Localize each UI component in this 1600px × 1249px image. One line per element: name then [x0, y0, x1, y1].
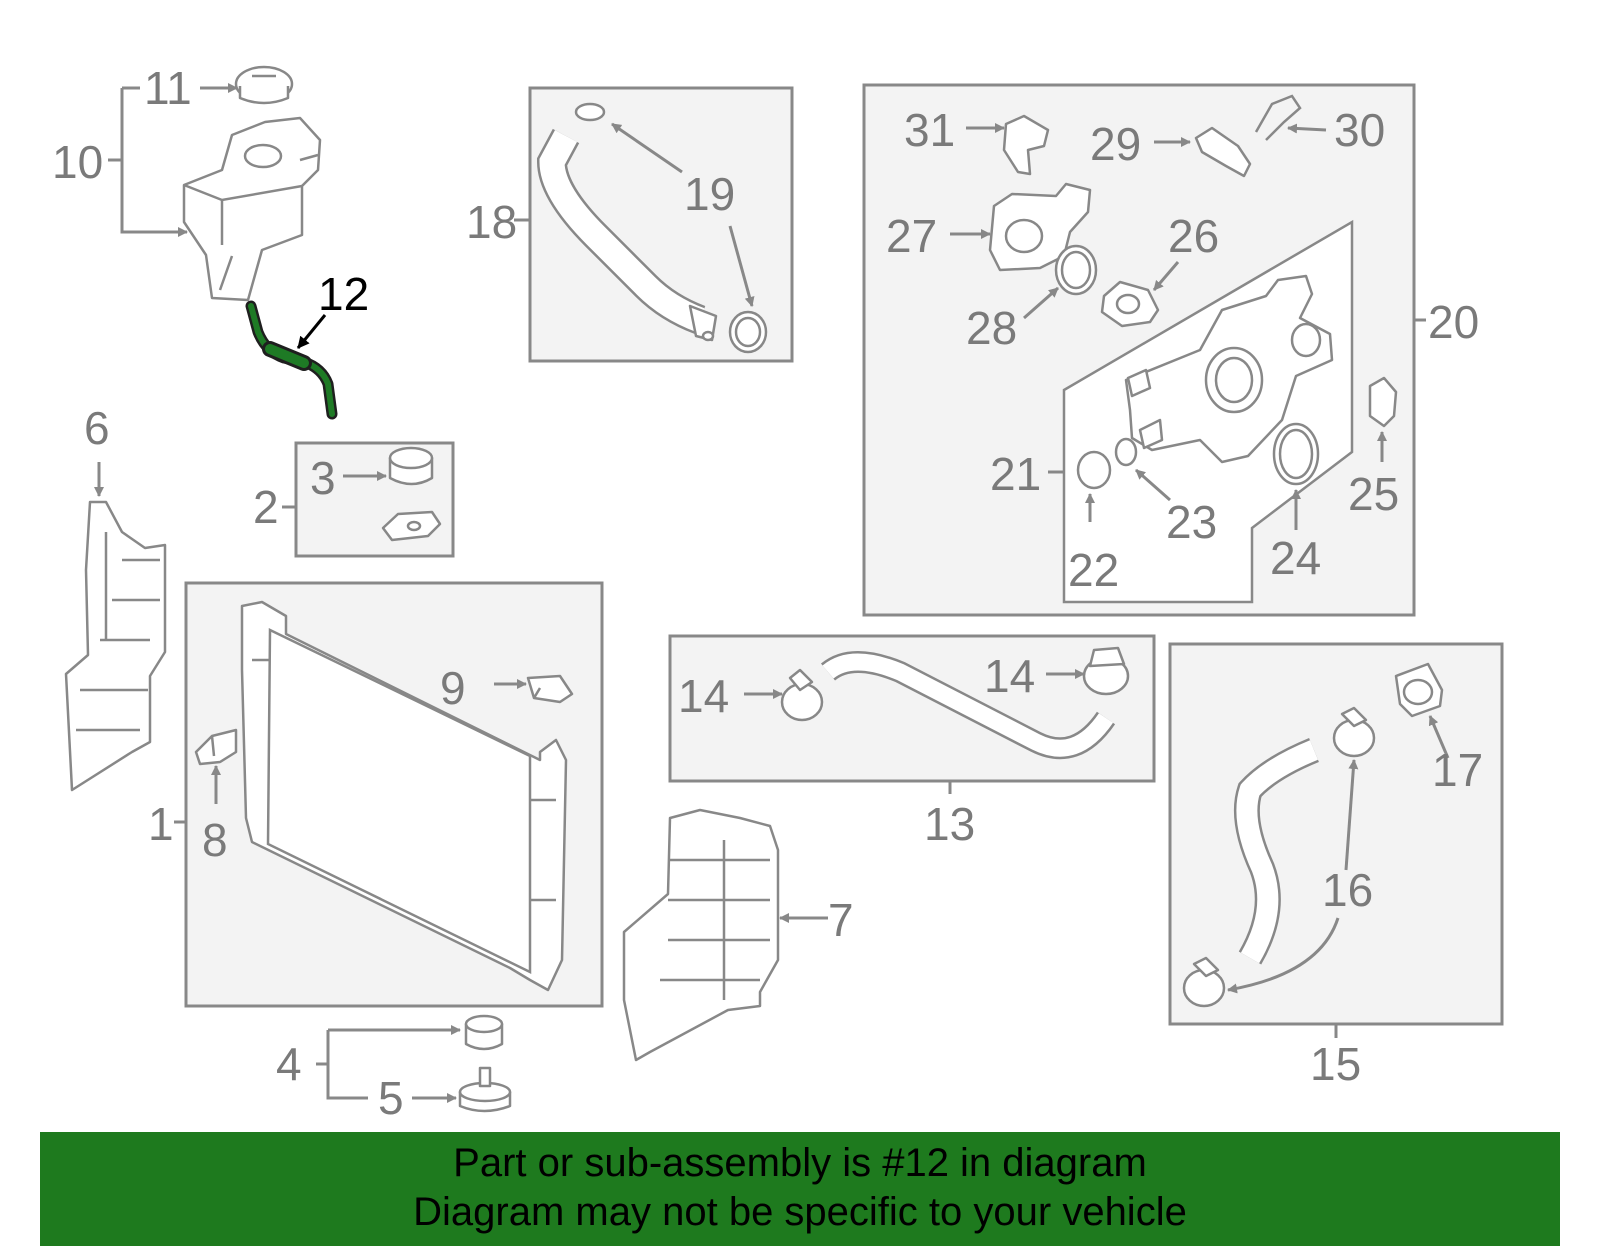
- hose-part-15: [1233, 737, 1320, 965]
- label-11: 11: [144, 62, 192, 114]
- gasket-part-19-ring: [728, 310, 768, 354]
- o-ring-part-28: [1054, 244, 1098, 296]
- label-30: 30: [1334, 104, 1385, 156]
- label-4: 4: [276, 1038, 302, 1090]
- label-31: 31: [904, 104, 955, 156]
- label-5: 5: [378, 1072, 404, 1124]
- clamp-part-14-right: [1082, 646, 1130, 696]
- label-13: 13: [924, 798, 975, 850]
- o-ring-part-23: [1114, 437, 1138, 467]
- label-24: 24: [1270, 532, 1321, 584]
- sensor-part-29: [1194, 126, 1252, 178]
- label-26: 26: [1168, 210, 1219, 262]
- group-box-15: [1168, 642, 1504, 1026]
- label-2: 2: [253, 481, 279, 533]
- label-1: 1: [148, 798, 174, 850]
- radiator-part: [240, 600, 568, 992]
- coolant-reservoir-part: [182, 116, 322, 302]
- cap-part-3: [388, 446, 434, 486]
- reservoir-cap-part: [234, 65, 294, 105]
- label-25: 25: [1348, 468, 1399, 520]
- clamp-part-14-left: [780, 668, 824, 722]
- label-23: 23: [1166, 496, 1217, 548]
- air-guard-part-7: [622, 808, 780, 1062]
- banner-line-1: Part or sub-assembly is #12 in diagram: [453, 1141, 1147, 1185]
- sensor-part-9: [526, 674, 574, 704]
- group-box-13: [668, 634, 1156, 783]
- thermostat-part-26: [1100, 280, 1160, 328]
- label-27: 27: [886, 210, 937, 262]
- clamp-part-16-bottom: [1182, 956, 1226, 1008]
- label-14-right: 14: [984, 650, 1035, 702]
- label-28: 28: [966, 302, 1017, 354]
- label-19: 19: [684, 168, 735, 220]
- label-3: 3: [310, 452, 336, 504]
- hose-part-18: [536, 128, 718, 342]
- bracket-part: [381, 510, 442, 542]
- connector-part-17: [1394, 662, 1444, 718]
- air-guard-part-6: [64, 500, 167, 792]
- gasket-part-19-top: [574, 102, 606, 122]
- label-9: 9: [440, 662, 466, 714]
- clip-part-30: [1254, 94, 1302, 141]
- label-21: 21: [990, 448, 1041, 500]
- label-16: 16: [1322, 864, 1373, 916]
- label-18: 18: [466, 196, 517, 248]
- label-22: 22: [1068, 544, 1119, 596]
- label-6: 6: [84, 402, 110, 454]
- cap-part-5: [458, 1066, 512, 1113]
- label-15: 15: [1310, 1038, 1361, 1090]
- label-17: 17: [1432, 744, 1483, 796]
- label-20: 20: [1428, 296, 1479, 348]
- label-8: 8: [202, 814, 228, 866]
- label-7: 7: [828, 894, 854, 946]
- plug-part-22: [1076, 450, 1112, 490]
- highlighted-hose-part-12: [245, 300, 338, 420]
- label-14-left: 14: [678, 670, 729, 722]
- hose-part-13: [820, 651, 1116, 760]
- bracket-part-8: [194, 728, 238, 766]
- label-29: 29: [1090, 118, 1141, 170]
- water-outlet-housing-part: [1124, 274, 1334, 464]
- gasket-part-24: [1272, 422, 1320, 486]
- info-banner: Part or sub-assembly is #12 in diagram D…: [40, 1132, 1560, 1246]
- gasket-part-25: [1368, 376, 1398, 428]
- clamp-part-16-top: [1332, 706, 1376, 758]
- bracket-part-31: [1002, 114, 1050, 176]
- label-12: 12: [318, 268, 369, 320]
- banner-line-2: Diagram may not be specific to your vehi…: [413, 1190, 1187, 1234]
- cap-part-4: [464, 1014, 504, 1051]
- label-10: 10: [52, 136, 103, 188]
